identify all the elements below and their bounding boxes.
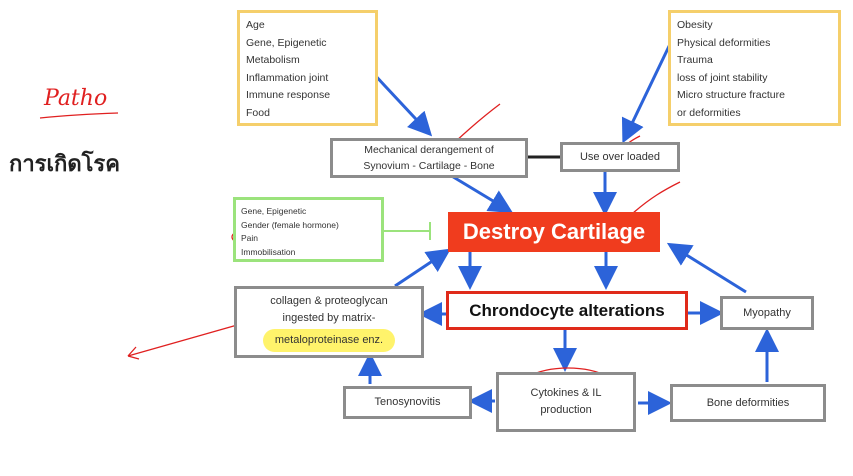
modifier-item: Immobilisation [241,246,296,257]
arrow-risk-right-to-useover [621,39,674,144]
node-use-over-loaded: Use over loaded [560,142,680,172]
node-tenosynovitis: Tenosynovitis [343,386,472,419]
modifier-item: Gender (female hormone) [241,219,339,230]
risk-left-item: Metabolism [246,54,300,66]
risk-right-item: Micro structure fracture [677,89,785,101]
node-destroy-cartilage: Destroy Cartilage [448,212,660,252]
risk-right-item: Obesity [677,19,713,31]
collagen-line-1: collagen & proteoglycan [270,293,387,310]
arrow-mechanical-to-destroy [449,173,514,214]
modifier-item: Gene, Epigenetic [241,206,307,216]
collagen-ampersand: & [314,294,322,307]
risk-left-item: Gene, Epigenetic [246,36,327,49]
proteoglycan-word: proteoglycan [324,294,388,307]
arrow-risk-left-to-mechanical [370,70,433,137]
modifier-factors-box: Gene, Epigenetic Gender (female hormone)… [233,197,384,262]
risk-right-item: Physical deformities [677,36,771,49]
risk-left-item: Immune response [246,89,331,101]
risk-left-item: Inflammation joint [246,71,329,84]
risk-right-item: or deformities [677,106,741,119]
arrowhead-collagen-note [127,346,140,360]
collagen-word: collagen [270,294,312,307]
arrow-collagen-to-destroy [394,248,451,288]
risk-factors-right-box: Obesity Physical deformities Trauma loss… [668,10,841,126]
collagen-line-2: ingested by matrix- [282,311,376,324]
node-chondrocyte-alterations: Chrondocyte alterations [446,291,688,330]
risk-left-item: Age [246,19,265,31]
node-collagen-box: collagen & proteoglycan ingested by matr… [234,286,424,358]
risk-factors-left-box: Age Gene, Epigenetic Metabolism Inflamma… [237,10,378,126]
page-title: การเกิดโรค [9,152,120,177]
patho-handwritten: Patho [44,86,108,111]
risk-right-item: loss of joint stability [677,71,768,84]
underline-patho [39,112,119,119]
modifier-item: Pain [241,233,259,243]
risk-right-item: Trauma [677,54,713,66]
node-myopathy: Myopathy [720,296,814,330]
arrow-myopathy-to-destroy [666,242,747,294]
risk-left-item: Food [246,106,270,119]
collagen-line-3-highlight: metaloproteinase enz. [262,328,396,352]
node-cytokines-il: Cytokines & IL production [496,372,636,432]
pointer-destroy [631,181,681,215]
node-mechanical-derangement: Mechanical derangement of Synovium - Car… [330,138,528,178]
node-bone-deformities: Bone deformities [670,384,826,422]
